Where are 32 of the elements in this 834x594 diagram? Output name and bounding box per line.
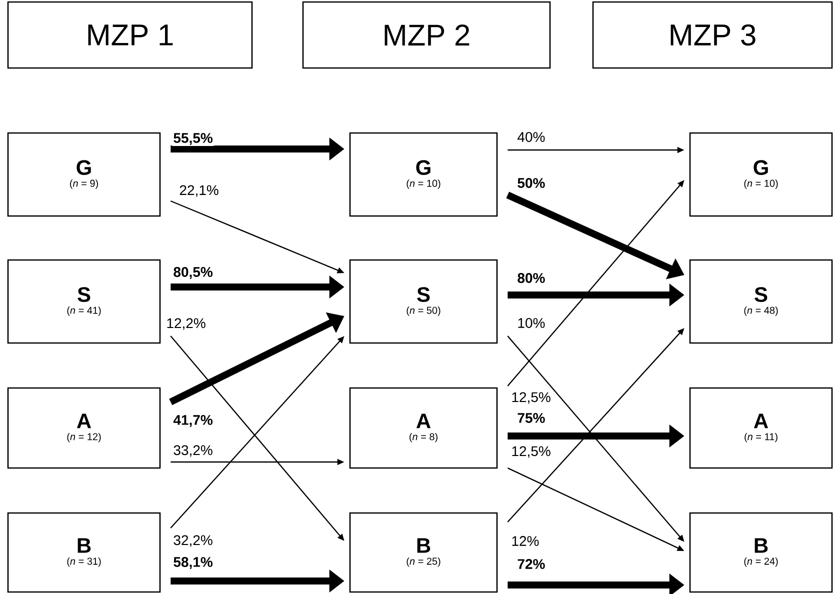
edge-label: 80,5% <box>172 266 214 280</box>
group-box: B (n = 31) <box>7 512 161 593</box>
edge-label: 50% <box>516 177 546 189</box>
group-box: S (n = 41) <box>7 259 161 344</box>
group-box: B (n = 24) <box>689 512 833 593</box>
edge-label: 58,1% <box>172 556 214 570</box>
edge-label: 22,1% <box>178 184 220 198</box>
edge-label: 32,2% <box>172 534 214 548</box>
edge-label: 12% <box>510 535 540 547</box>
group-box: G (n = 9) <box>7 132 161 217</box>
edge-label: 72% <box>516 558 546 570</box>
group-box: G (n = 10) <box>349 132 498 217</box>
edge-label: 12,5% <box>510 445 552 459</box>
group-box: G (n = 10) <box>689 132 833 217</box>
group-box: A (n = 11) <box>689 387 833 469</box>
group-box: A (n = 12) <box>7 387 161 469</box>
edge-label: 12,2% <box>165 317 207 331</box>
group-box: A (n = 8) <box>349 387 498 469</box>
stage-header-box: MZP 1 <box>7 1 253 69</box>
stage-header-box: MZP 3 <box>592 1 833 69</box>
edge-label: 12,5% <box>510 391 552 405</box>
edge-label: 75% <box>516 412 546 424</box>
edge-label: 80% <box>516 272 546 284</box>
edge-label: 55,5% <box>172 132 214 146</box>
edge-label: 40% <box>516 131 546 143</box>
group-box: S (n = 50) <box>349 259 498 344</box>
edge-label: 41,7% <box>172 414 214 428</box>
group-box: B (n = 25) <box>349 512 498 593</box>
edge-label: 10% <box>516 317 546 329</box>
edge-label: 33,2% <box>172 444 214 458</box>
stage-header-box: MZP 2 <box>302 1 551 69</box>
group-box: S (n = 48) <box>689 259 833 344</box>
